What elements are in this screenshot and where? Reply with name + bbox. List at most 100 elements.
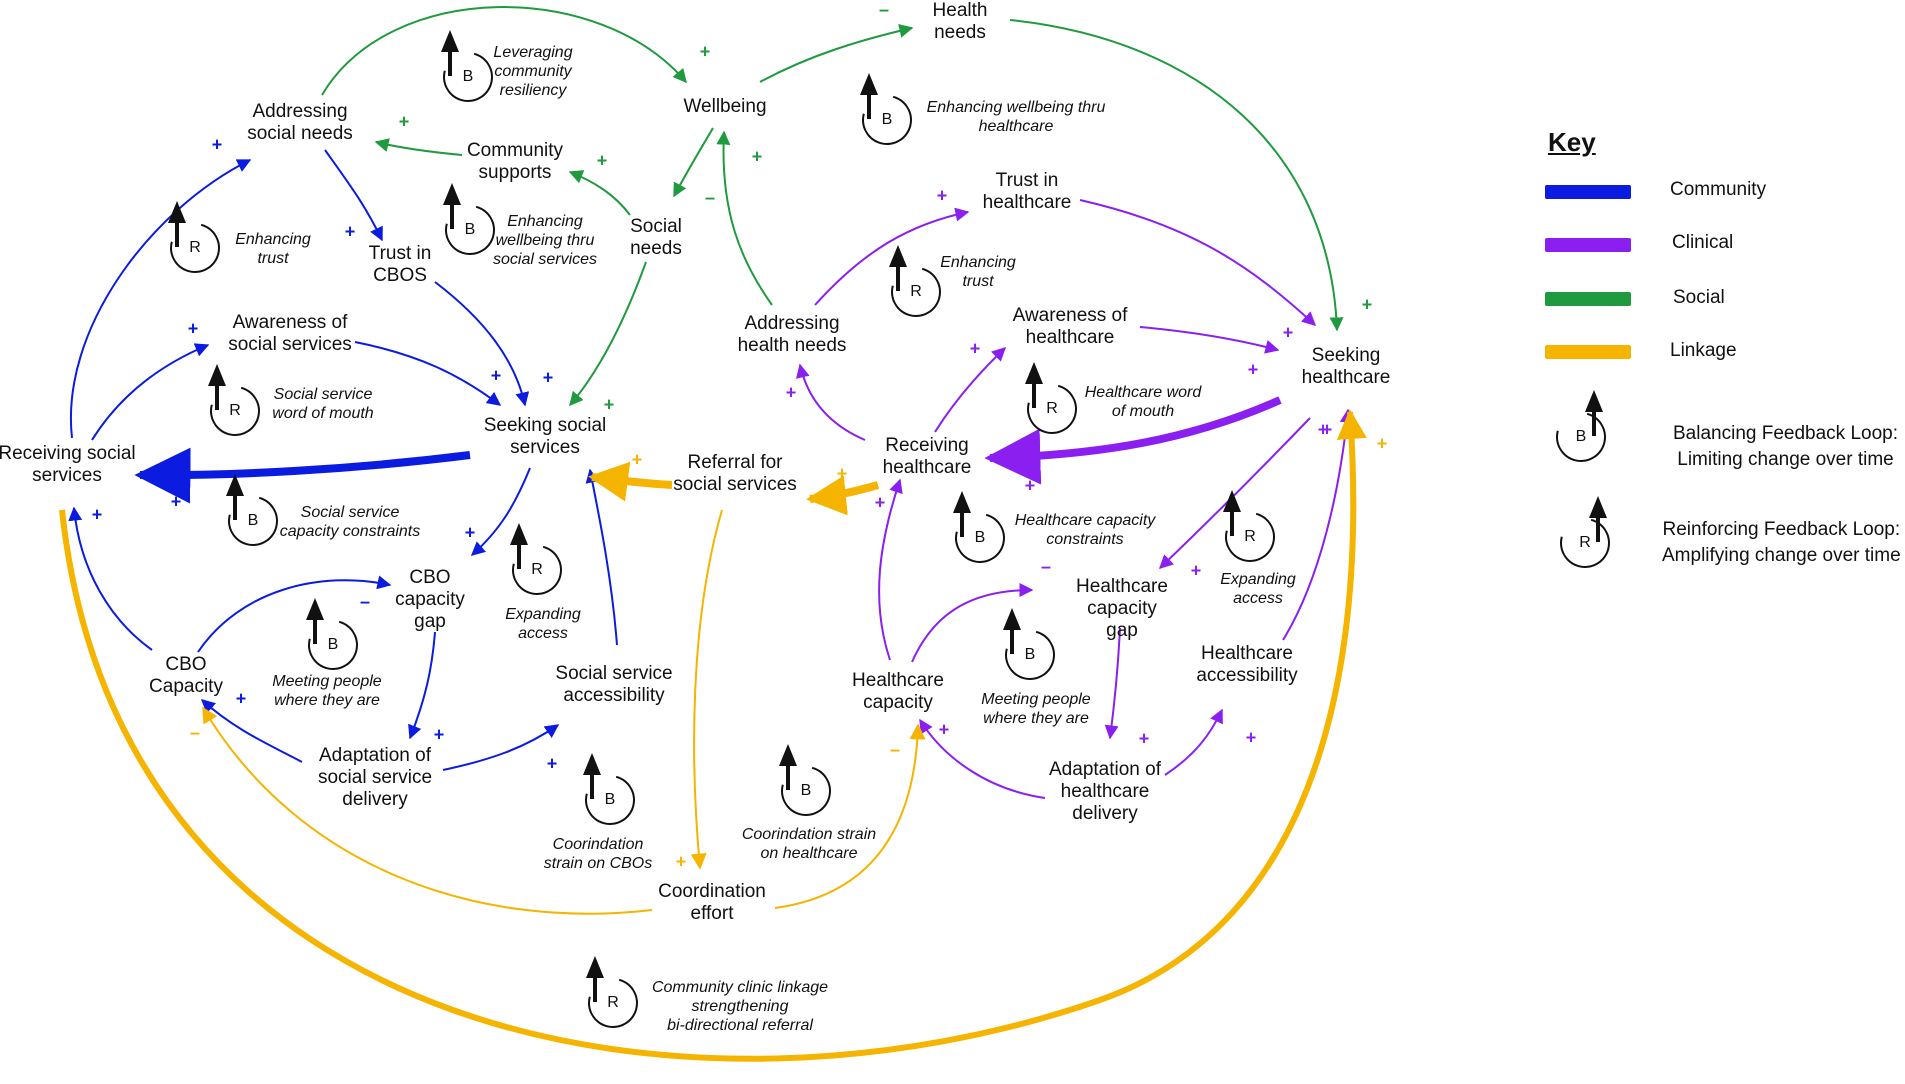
arrow-coordination-to-cbo-capacity [202, 706, 653, 915]
arrow-cbo-gap-to-adaptation-social [408, 631, 436, 740]
arrow-seeking-social-to-receiving-social [134, 447, 471, 504]
arrow-referral-to-seeking-social [588, 461, 673, 502]
arrow-receiving-hc-to-awareness-hc [934, 347, 1007, 433]
key-balancing-description: Balancing Feedback Loop:Limiting change … [1673, 423, 1898, 470]
plus-sign: + [1245, 727, 1257, 748]
key-label-linkage: Linkage [1670, 340, 1737, 361]
arrow-cbo-capacity-to-cbo-gap [197, 575, 392, 653]
plus-sign: + [596, 150, 608, 171]
social-links [321, 6, 1344, 407]
arrow-hc-accessibility-to-seeking-hc [1282, 408, 1354, 641]
arrow-hc-capacity-to-hc-gap [911, 583, 1034, 663]
plus-sign: + [546, 753, 558, 774]
arrow-cbo-capacity-to-receiving-social [68, 506, 153, 651]
plus-sign: + [170, 491, 182, 512]
arrow-referral-to-coordination [690, 509, 723, 870]
plus-sign: + [1190, 560, 1202, 581]
arrow-ss-accessibility-to-seeking-social [585, 468, 618, 646]
node-wellbeing: Wellbeing [683, 96, 767, 117]
arrow-community-supports-to-addressing-social-needs [374, 138, 463, 156]
plus-sign: + [1247, 359, 1259, 380]
key-title: Key [1548, 127, 1596, 157]
plus-sign: + [874, 492, 886, 513]
arrow-receiving-hc-to-referral [806, 475, 880, 516]
arrow-adaptation-hc-to-hc-accessibility [1164, 708, 1223, 776]
plus-sign: + [836, 463, 848, 484]
plus-sign: + [91, 504, 103, 525]
arrow-hc-capacity-to-receiving-hc [878, 478, 903, 661]
minus-sign: – [1040, 556, 1052, 577]
arrow-trust-cbos-to-seeking-social [434, 281, 530, 407]
plus-sign: + [1321, 419, 1333, 440]
arrow-trust-hc-to-seeking-hc [1079, 199, 1317, 326]
plus-sign: + [936, 185, 948, 206]
plus-sign: + [1282, 322, 1294, 343]
arrow-addressing-health-to-trust-hc [814, 207, 970, 306]
key-reinforcing-description: Reinforcing Feedback Loop:Amplifying cha… [1662, 519, 1901, 566]
clinical-links [795, 199, 1354, 799]
arrow-seeking-hc-to-receiving-hc [984, 396, 1282, 485]
key-swatch-clinical [1545, 238, 1631, 252]
plus-sign: + [187, 318, 199, 339]
plus-sign: + [675, 851, 687, 872]
plus-sign: + [1361, 294, 1373, 315]
plus-sign: + [344, 221, 356, 242]
minus-sign: – [189, 722, 201, 743]
key-label-community: Community [1670, 179, 1767, 200]
arrow-wellbeing-to-health-needs [759, 24, 914, 83]
minus-sign: – [889, 739, 901, 760]
plus-sign: + [542, 367, 554, 388]
arrow-addressing-social-needs-to-wellbeing [321, 6, 687, 96]
arrow-receiving-hc-to-addressing-health [795, 363, 866, 441]
arrow-addressing-health-needs-to-wellbeing [716, 130, 773, 306]
plus-sign: + [699, 41, 711, 62]
arrow-receiving-social-to-awareness-social [91, 343, 210, 441]
arrow-addressing-social-needs-to-trust-cbos [324, 149, 383, 242]
plus-sign: + [938, 719, 950, 740]
arrow-adaptation-hc-to-hc-capacity [919, 718, 1046, 799]
minus-sign: – [704, 187, 716, 208]
linkage-links [59, 409, 1367, 1062]
plus-sign: + [1317, 419, 1329, 440]
key-swatch-linkage [1545, 345, 1631, 359]
arrow-wellbeing-to-social-needs [673, 127, 714, 198]
plus-sign: + [969, 338, 981, 359]
plus-sign: + [398, 111, 410, 132]
plus-sign: + [433, 724, 445, 745]
minus-sign: – [878, 0, 890, 20]
community-links [68, 149, 618, 771]
